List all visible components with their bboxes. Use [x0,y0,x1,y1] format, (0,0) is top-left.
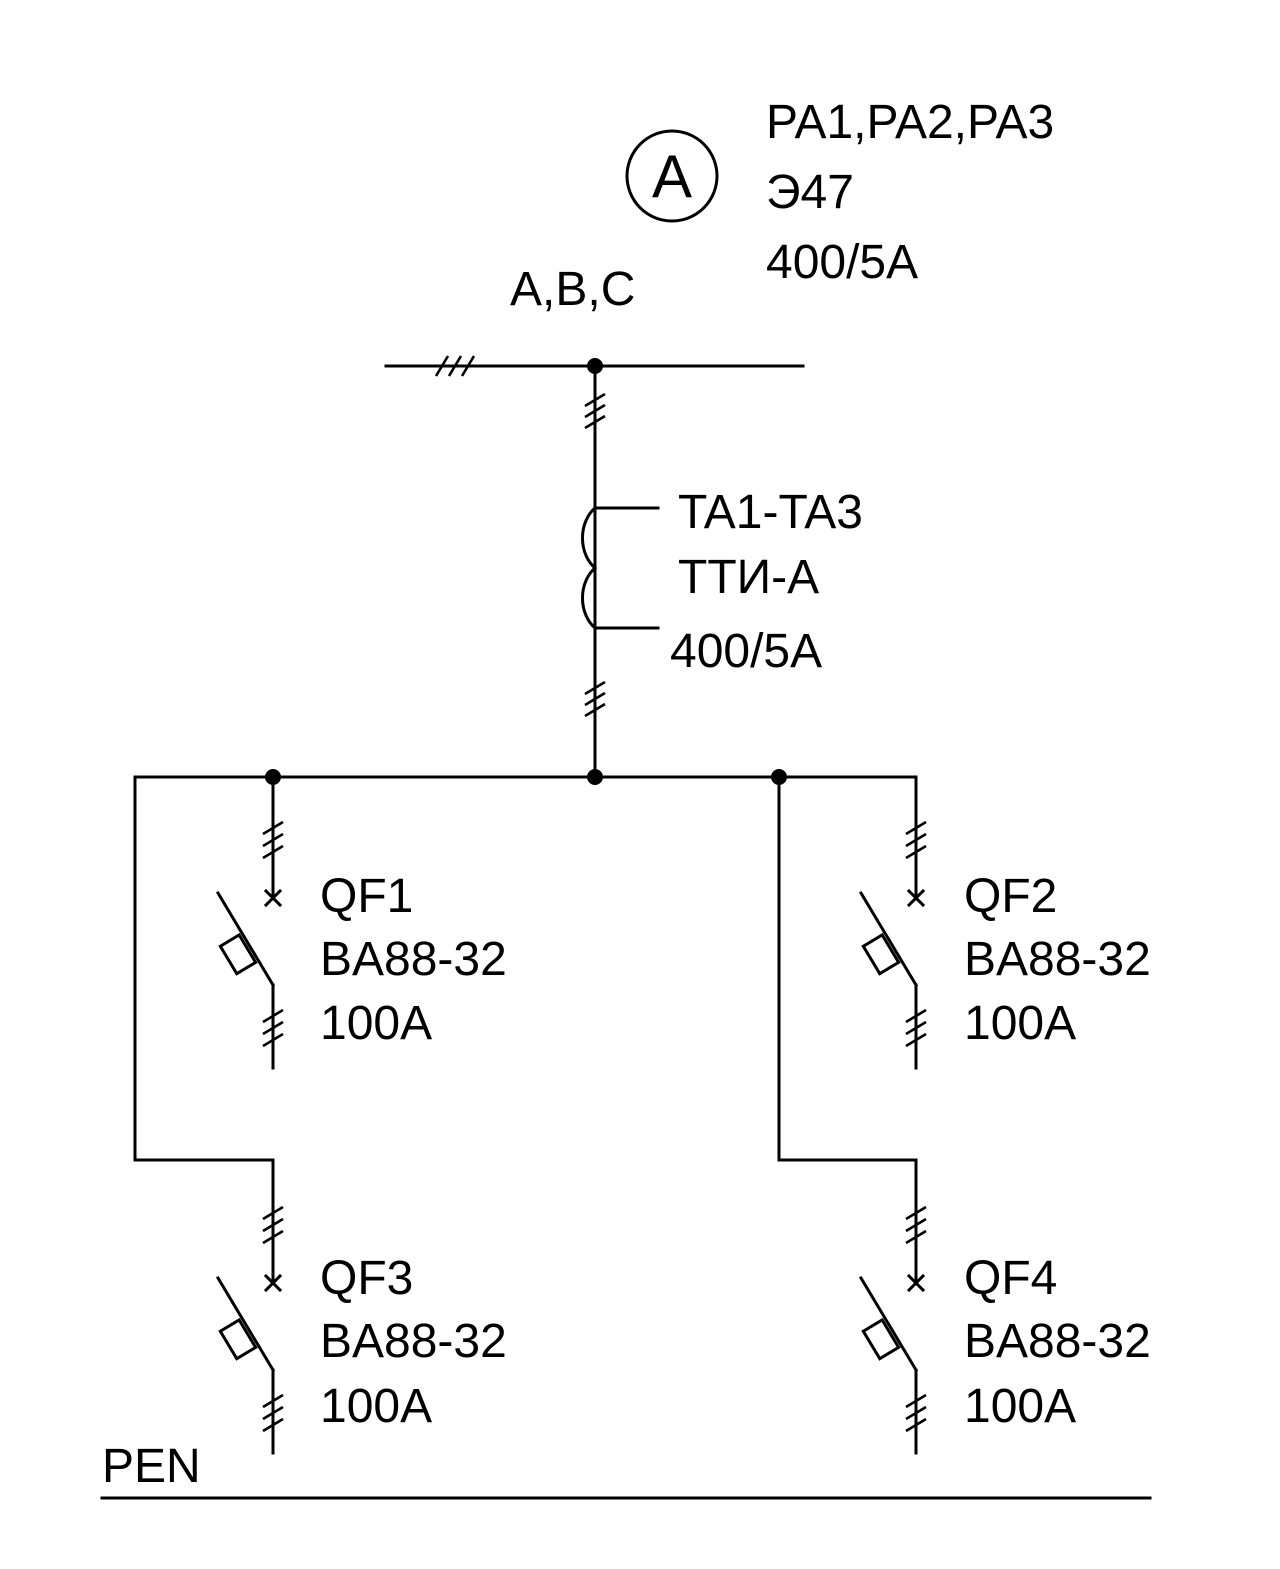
pen-label: PEN [102,1440,201,1493]
phase-tick [905,1229,927,1245]
thermal-release-icon [218,1317,258,1361]
phase-tick [905,1008,927,1024]
contact-mark [906,1273,926,1293]
breaker-qf2 [858,788,927,1070]
distribution-junction-center [587,769,603,785]
phase-tick [262,1393,284,1409]
feeder-ticks-upper [584,392,606,430]
right-branch-wire [777,775,918,1177]
breaker-blade [215,890,276,988]
ammeter-type: Э47 [766,166,854,219]
phase-tick [905,1405,927,1421]
phase-tick [905,1205,927,1221]
breaker-blade [858,890,919,988]
qf4-type: BA88-32 [964,1315,1151,1368]
qf2-rating: 100A [964,997,1076,1050]
phase-tick [905,820,927,836]
contact-mark [263,1273,283,1293]
phase-tick [262,1217,284,1233]
breaker-qf3 [215,1173,284,1455]
current-transformer [581,505,660,631]
phase-tick [905,1393,927,1409]
phase-tick [262,1405,284,1421]
qf1-designation: QF1 [320,870,413,923]
contact-mark [906,888,926,908]
phase-tick [262,820,284,836]
phase-tick [262,844,284,860]
feeder-ticks-lower [584,680,606,718]
bus-phase-ticks [434,355,476,377]
ammeter-circle [625,129,719,223]
phase-tick [905,1417,927,1433]
phase-tick [905,1032,927,1048]
contact-mark [263,888,283,908]
thermal-release-icon [861,1317,901,1361]
qf2-type: BA88-32 [964,933,1151,986]
phase-tick [262,1205,284,1221]
phase-tick [262,832,284,848]
phase-tick [905,832,927,848]
ct-type: ТТИ-А [678,551,819,604]
phase-tick [262,1008,284,1024]
ammeter-designation: PA1,PA2,PA3 [766,96,1054,149]
bus-phases-label: A,B,C [510,263,635,316]
phase-tick [905,1020,927,1036]
qf2-designation: QF2 [964,870,1057,923]
qf1-rating: 100A [320,997,432,1050]
phase-tick [905,844,927,860]
thermal-release-icon [861,932,901,976]
left-branch-wire [133,775,275,1177]
phase-tick [262,1032,284,1048]
phase-tick [262,1417,284,1433]
qf3-rating: 100A [320,1380,432,1433]
qf3-designation: QF3 [320,1252,413,1305]
ammeter: A [625,129,719,223]
ammeter-symbol: A [652,143,692,210]
breaker-blade [215,1275,276,1373]
breaker-blade [858,1275,919,1373]
ct-designation: TA1-TA3 [678,486,863,539]
qf4-rating: 100A [964,1380,1076,1433]
qf3-type: BA88-32 [320,1315,507,1368]
ammeter-rating: 400/5A [766,236,918,289]
thermal-release-icon [218,932,258,976]
breaker-qf4 [858,1173,927,1455]
ct-rating: 400/5A [670,625,822,678]
phase-tick [905,1217,927,1233]
phase-tick [262,1229,284,1245]
breaker-qf1 [215,788,284,1070]
qf1-type: BA88-32 [320,933,507,986]
qf4-designation: QF4 [964,1252,1057,1305]
phase-tick [262,1020,284,1036]
